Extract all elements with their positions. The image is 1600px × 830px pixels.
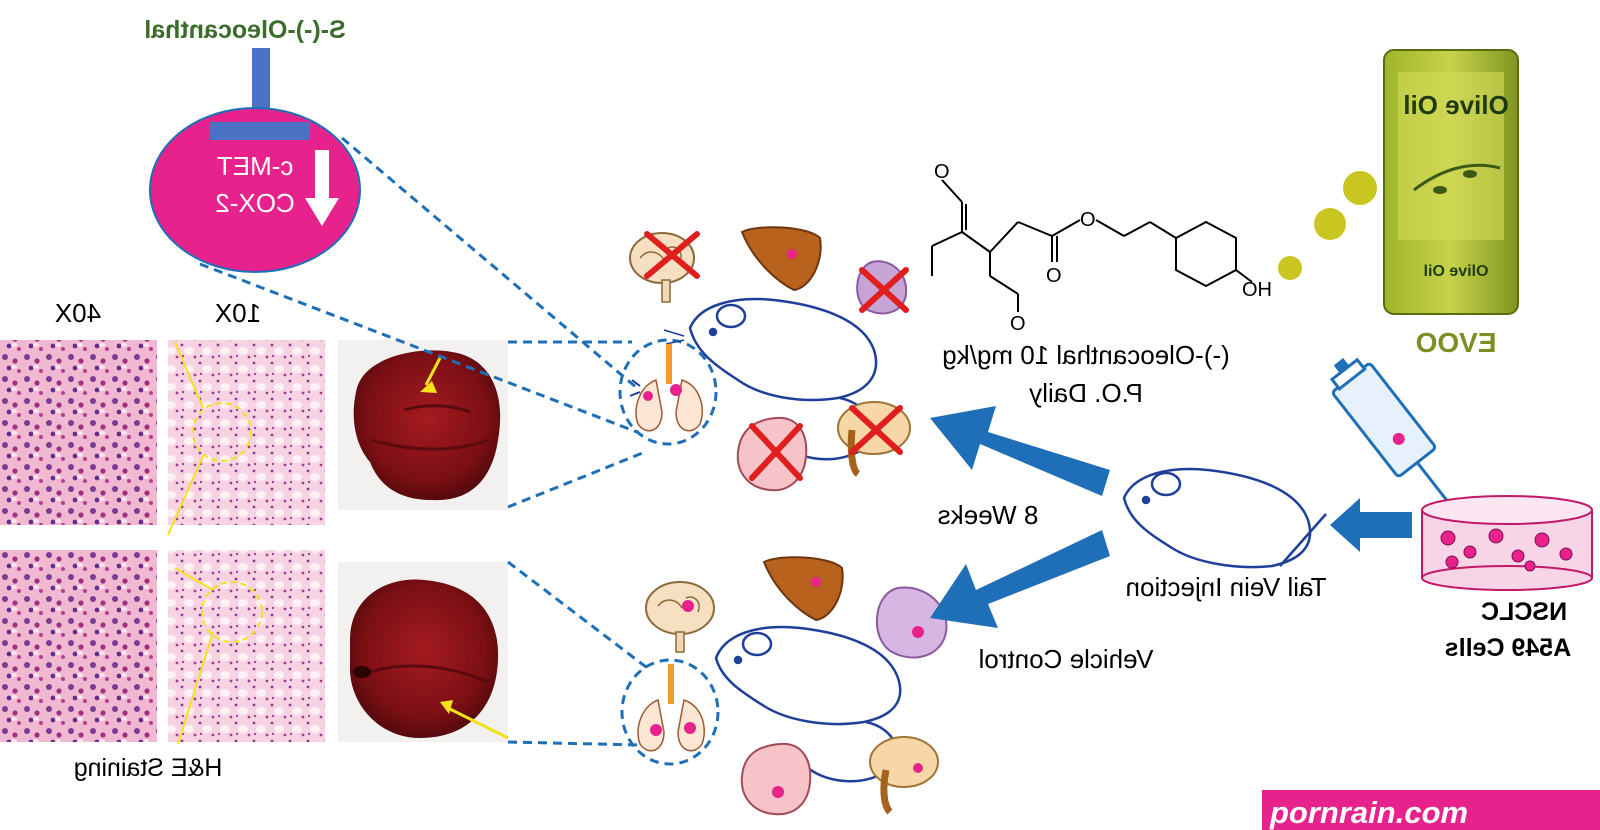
duration-label: 8 Weeks (938, 500, 1039, 530)
cell-dish-icon (1421, 495, 1593, 591)
target-cmet: c-MET (217, 151, 294, 181)
downregulation-arrow-icon (305, 150, 339, 226)
control-mouse (714, 625, 902, 783)
chem-oh: OH (1242, 279, 1272, 301)
cells-line-2: A549 Cells (1445, 634, 1571, 662)
red-cross-icons (644, 231, 909, 481)
treated-lungs-icon (629, 344, 703, 432)
target-cox2: COX-2 (215, 188, 294, 218)
histology-10x-treated (168, 340, 325, 525)
can-label-top: Olive Oil (1403, 90, 1509, 120)
vehicle-label: Vehicle Control (979, 644, 1154, 674)
dashed-connectors (199, 136, 720, 766)
injection-mouse (1122, 467, 1327, 569)
inhibitor-bar (210, 122, 310, 140)
compound-title: S-(-)-Oleocanthal (144, 16, 345, 44)
kidney-icon-control (876, 586, 948, 659)
arrow-to-control (930, 530, 1110, 628)
mag-10x-label: 10X (215, 298, 261, 328)
chem-o-carbonyl: O (1046, 265, 1062, 287)
treated-mouse (663, 297, 878, 461)
arrow-from-cells (1330, 498, 1412, 552)
lesion-pointer-treated (424, 357, 442, 386)
liver-icon-treated (740, 226, 822, 292)
evoo-label: EVOO (1416, 327, 1497, 358)
chem-o-aldehyde-top: O (934, 161, 950, 183)
can-label-bottom: Olive Oil (1424, 263, 1489, 280)
mag-40x-label: 40X (55, 298, 101, 328)
dose-line-2: P.O. Daily (1029, 378, 1143, 408)
chem-o-aldehyde-bottom: O (1010, 313, 1026, 335)
control-lungs-icon (637, 664, 705, 752)
inhibitor-stem (252, 48, 270, 122)
oleocanthal-structure (931, 179, 1253, 312)
lung-photo-treated (353, 350, 501, 501)
syringe-icon (1329, 357, 1452, 507)
brain-icon-treated (629, 232, 695, 303)
histology-10x-control (168, 550, 325, 742)
dose-line-1: (-)-Oleocanthal 10 mg/kg (942, 340, 1230, 370)
lung-photo-control (350, 579, 499, 738)
arrow-to-treated (930, 406, 1110, 496)
zoom-guides (167, 341, 263, 745)
chem-o-ester: O (1080, 209, 1096, 231)
histology-40x-treated (0, 340, 157, 525)
watermark-text: pornrain.com (1269, 795, 1468, 830)
watermark-bar (1262, 790, 1600, 830)
liver-icon-control (762, 556, 844, 622)
heart-icon-control (740, 742, 812, 816)
target-ellipse (149, 107, 361, 273)
lesion-pointer-control (447, 706, 509, 740)
staining-label: H&E Staining (74, 754, 223, 782)
olive-oil-droplets (1278, 171, 1377, 280)
histology-40x-control (0, 550, 157, 742)
adrenal-kidney-icon-control (869, 736, 939, 815)
olive-oil-can (1383, 49, 1519, 315)
brain-icon-control (645, 581, 715, 653)
injection-label: Tail Vein Injection (1126, 572, 1327, 602)
cells-line-1: NSCLC (1481, 598, 1567, 626)
